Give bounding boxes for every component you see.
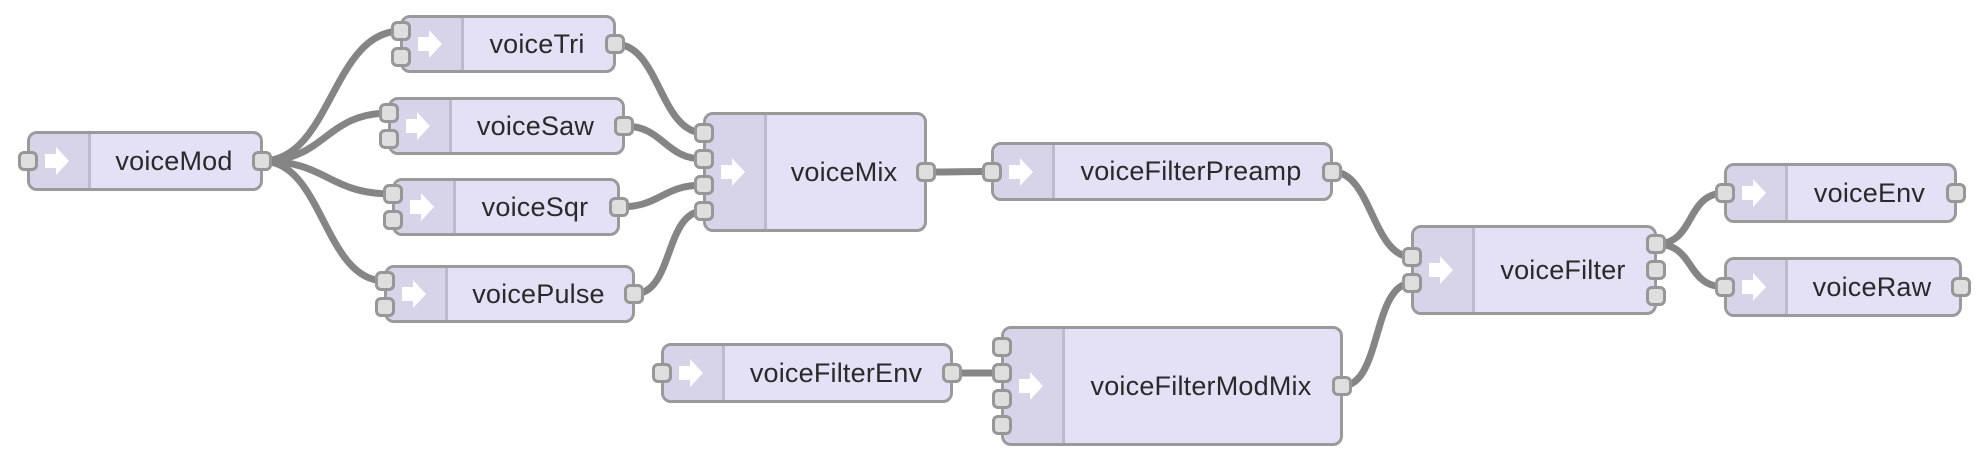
wire-voiceFilter-to-voiceEnv[interactable] bbox=[1652, 189, 1729, 248]
node-label: voiceMix bbox=[790, 156, 898, 187]
node-label: voiceFilterPreamp bbox=[1080, 156, 1302, 186]
arrow-right-icon bbox=[1742, 273, 1766, 301]
wire-voiceFilterModMix-to-voiceFilter[interactable] bbox=[1338, 279, 1416, 390]
input-port-1[interactable] bbox=[391, 47, 411, 67]
input-port-0[interactable] bbox=[18, 151, 38, 171]
output-port-0[interactable] bbox=[252, 151, 272, 171]
arrow-right-icon bbox=[1009, 157, 1033, 186]
node-label: voiceSqr bbox=[481, 191, 589, 222]
wire-voiceFilter-to-voiceRaw[interactable] bbox=[1652, 240, 1729, 291]
wire-voiceMod-to-voicePulse[interactable] bbox=[258, 157, 389, 285]
input-port-0[interactable] bbox=[694, 123, 714, 143]
node-label: voiceRaw bbox=[1812, 271, 1932, 302]
arrow-right-icon bbox=[1742, 179, 1766, 207]
node-label: voiceSaw bbox=[476, 110, 595, 141]
node-icon-area bbox=[391, 100, 452, 152]
wire-voiceSaw-to-voiceMix[interactable] bbox=[620, 122, 708, 163]
node-voiceFilter[interactable]: voiceFilter bbox=[1411, 225, 1657, 315]
node-label: voiceEnv bbox=[1813, 177, 1926, 208]
output-port-0[interactable] bbox=[942, 363, 962, 383]
input-port-0[interactable] bbox=[992, 337, 1012, 357]
wire-voiceSqr-to-voiceMix[interactable] bbox=[615, 181, 708, 211]
node-label: voiceMod bbox=[115, 145, 233, 176]
output-port-0[interactable] bbox=[1946, 183, 1966, 203]
input-port-0[interactable] bbox=[652, 363, 672, 383]
input-port-1[interactable] bbox=[379, 129, 399, 149]
node-icon-area bbox=[30, 134, 91, 188]
node-icon-area bbox=[706, 115, 767, 229]
node-voiceFilterPreamp[interactable]: voiceFilterPreamp bbox=[991, 142, 1333, 201]
node-voiceFilterEnv[interactable]: voiceFilterEnv bbox=[661, 343, 953, 403]
arrow-right-icon bbox=[406, 112, 430, 140]
output-port-0[interactable] bbox=[1951, 277, 1971, 297]
input-port-2[interactable] bbox=[992, 389, 1012, 409]
input-port-0[interactable] bbox=[1715, 277, 1735, 297]
input-port-1[interactable] bbox=[992, 363, 1012, 383]
output-port-1[interactable] bbox=[1646, 260, 1666, 280]
input-port-0[interactable] bbox=[379, 103, 399, 123]
output-port-0[interactable] bbox=[624, 284, 644, 304]
arrow-right-icon bbox=[679, 359, 703, 387]
input-port-0[interactable] bbox=[982, 161, 1002, 182]
input-port-0[interactable] bbox=[375, 271, 395, 291]
node-voiceRaw[interactable]: voiceRaw bbox=[1724, 257, 1962, 317]
node-label: voiceFilter bbox=[1500, 254, 1626, 285]
node-icon-area bbox=[1727, 260, 1788, 314]
arrow-right-icon bbox=[45, 147, 69, 175]
input-port-0[interactable] bbox=[391, 21, 411, 41]
node-icon-area bbox=[387, 268, 448, 320]
node-icon-area bbox=[1727, 166, 1788, 220]
wire-voiceFilterPreamp-to-voiceFilter[interactable] bbox=[1328, 168, 1416, 261]
input-port-1[interactable] bbox=[1402, 273, 1422, 293]
output-port-0[interactable] bbox=[1332, 376, 1352, 396]
node-voiceMod[interactable]: voiceMod bbox=[27, 131, 263, 191]
node-icon-area bbox=[403, 18, 464, 70]
node-label: voiceFilterEnv bbox=[749, 357, 923, 388]
arrow-right-icon bbox=[402, 280, 426, 308]
arrow-right-icon bbox=[721, 158, 745, 186]
arrow-right-icon bbox=[1019, 372, 1043, 400]
input-port-3[interactable] bbox=[992, 415, 1012, 435]
output-port-0[interactable] bbox=[1322, 161, 1342, 182]
node-icon-area bbox=[664, 346, 725, 400]
node-voiceFilterModMix[interactable]: voiceFilterModMix bbox=[1001, 326, 1343, 446]
input-port-1[interactable] bbox=[375, 297, 395, 317]
input-port-1[interactable] bbox=[383, 210, 403, 230]
output-port-2[interactable] bbox=[1646, 286, 1666, 306]
node-icon-area bbox=[1004, 329, 1065, 443]
node-voicePulse[interactable]: voicePulse bbox=[384, 265, 635, 323]
input-port-0[interactable] bbox=[1402, 247, 1422, 267]
output-port-0[interactable] bbox=[605, 34, 625, 54]
output-port-0[interactable] bbox=[1646, 234, 1666, 254]
input-port-2[interactable] bbox=[694, 175, 714, 195]
arrow-right-icon bbox=[418, 30, 442, 58]
arrow-right-icon bbox=[1429, 256, 1453, 284]
node-label: voiceTri bbox=[489, 28, 585, 59]
node-icon-area bbox=[994, 145, 1055, 198]
node-voiceEnv[interactable]: voiceEnv bbox=[1724, 163, 1957, 223]
wire-voiceMix-to-voiceFilterPreamp[interactable] bbox=[922, 168, 996, 176]
arrow-right-icon bbox=[410, 193, 434, 221]
output-port-0[interactable] bbox=[609, 197, 629, 217]
node-label: voiceFilterModMix bbox=[1090, 370, 1312, 401]
node-voiceSqr[interactable]: voiceSqr bbox=[392, 178, 620, 236]
input-port-0[interactable] bbox=[383, 184, 403, 204]
node-voiceTri[interactable]: voiceTri bbox=[400, 15, 616, 73]
wire-voiceTri-to-voiceMix[interactable] bbox=[611, 40, 708, 137]
output-port-0[interactable] bbox=[916, 162, 936, 182]
input-port-1[interactable] bbox=[694, 149, 714, 169]
wire-voicePulse-to-voiceMix[interactable] bbox=[630, 207, 708, 298]
output-port-0[interactable] bbox=[614, 116, 634, 136]
node-voiceSaw[interactable]: voiceSaw bbox=[388, 97, 625, 155]
node-voiceMix[interactable]: voiceMix bbox=[703, 112, 927, 232]
node-label: voicePulse bbox=[472, 278, 605, 309]
node-icon-area bbox=[1414, 228, 1475, 312]
input-port-0[interactable] bbox=[1715, 183, 1735, 203]
node-icon-area bbox=[395, 181, 456, 233]
input-port-3[interactable] bbox=[694, 201, 714, 221]
